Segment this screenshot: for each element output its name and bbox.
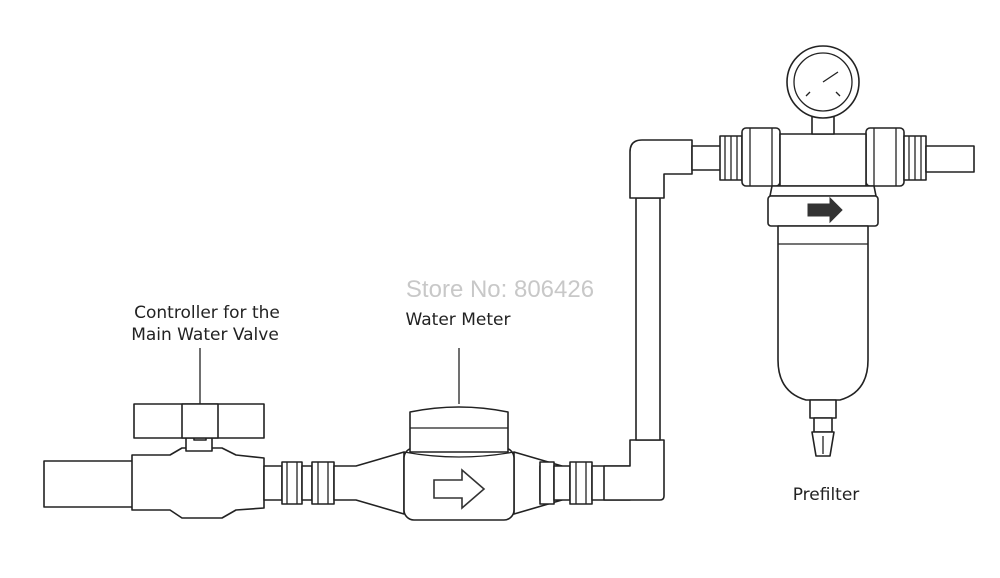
store-watermark: Store No: 806426 <box>406 276 594 303</box>
valve-label-line2: Main Water Valve <box>131 325 279 345</box>
water-meter-label: Water Meter <box>406 310 511 330</box>
valve-label-line1: Controller for the <box>134 303 280 323</box>
main-water-valve <box>131 348 335 519</box>
filter-flow-arrow-icon <box>807 196 843 224</box>
prefilter-label: Prefilter <box>793 485 860 505</box>
riser-pipe <box>603 139 723 501</box>
water-meter <box>333 348 563 521</box>
meter-flow-arrow-icon <box>433 468 486 510</box>
inlet-pipe <box>43 460 137 508</box>
prefilter <box>719 45 975 457</box>
